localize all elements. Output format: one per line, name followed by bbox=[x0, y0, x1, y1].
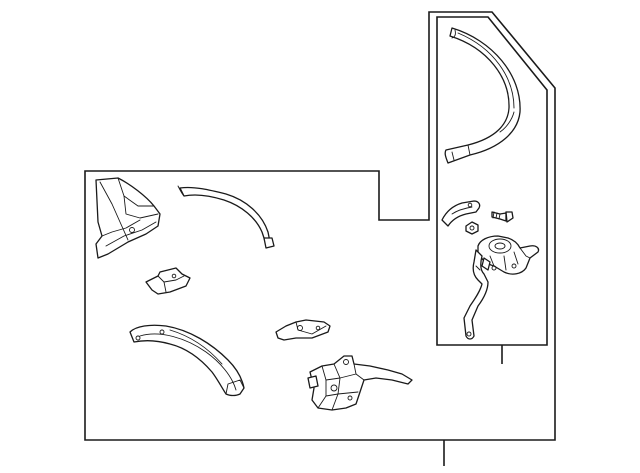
latch-assembly bbox=[307, 355, 413, 411]
roof-rail-arch bbox=[444, 27, 521, 164]
small-mount-bracket bbox=[145, 267, 191, 295]
rod-link bbox=[463, 249, 489, 340]
main-assembly-frame bbox=[84, 11, 556, 441]
bolt bbox=[491, 211, 514, 223]
sub-assembly-frame bbox=[436, 16, 548, 346]
arch-reinforcement bbox=[129, 324, 245, 397]
hinge-bracket bbox=[441, 200, 481, 227]
wire-harness bbox=[177, 185, 275, 249]
link-plate bbox=[275, 319, 331, 341]
pillar-bracket bbox=[95, 177, 161, 259]
motor-unit bbox=[477, 235, 540, 275]
nut bbox=[465, 221, 479, 235]
